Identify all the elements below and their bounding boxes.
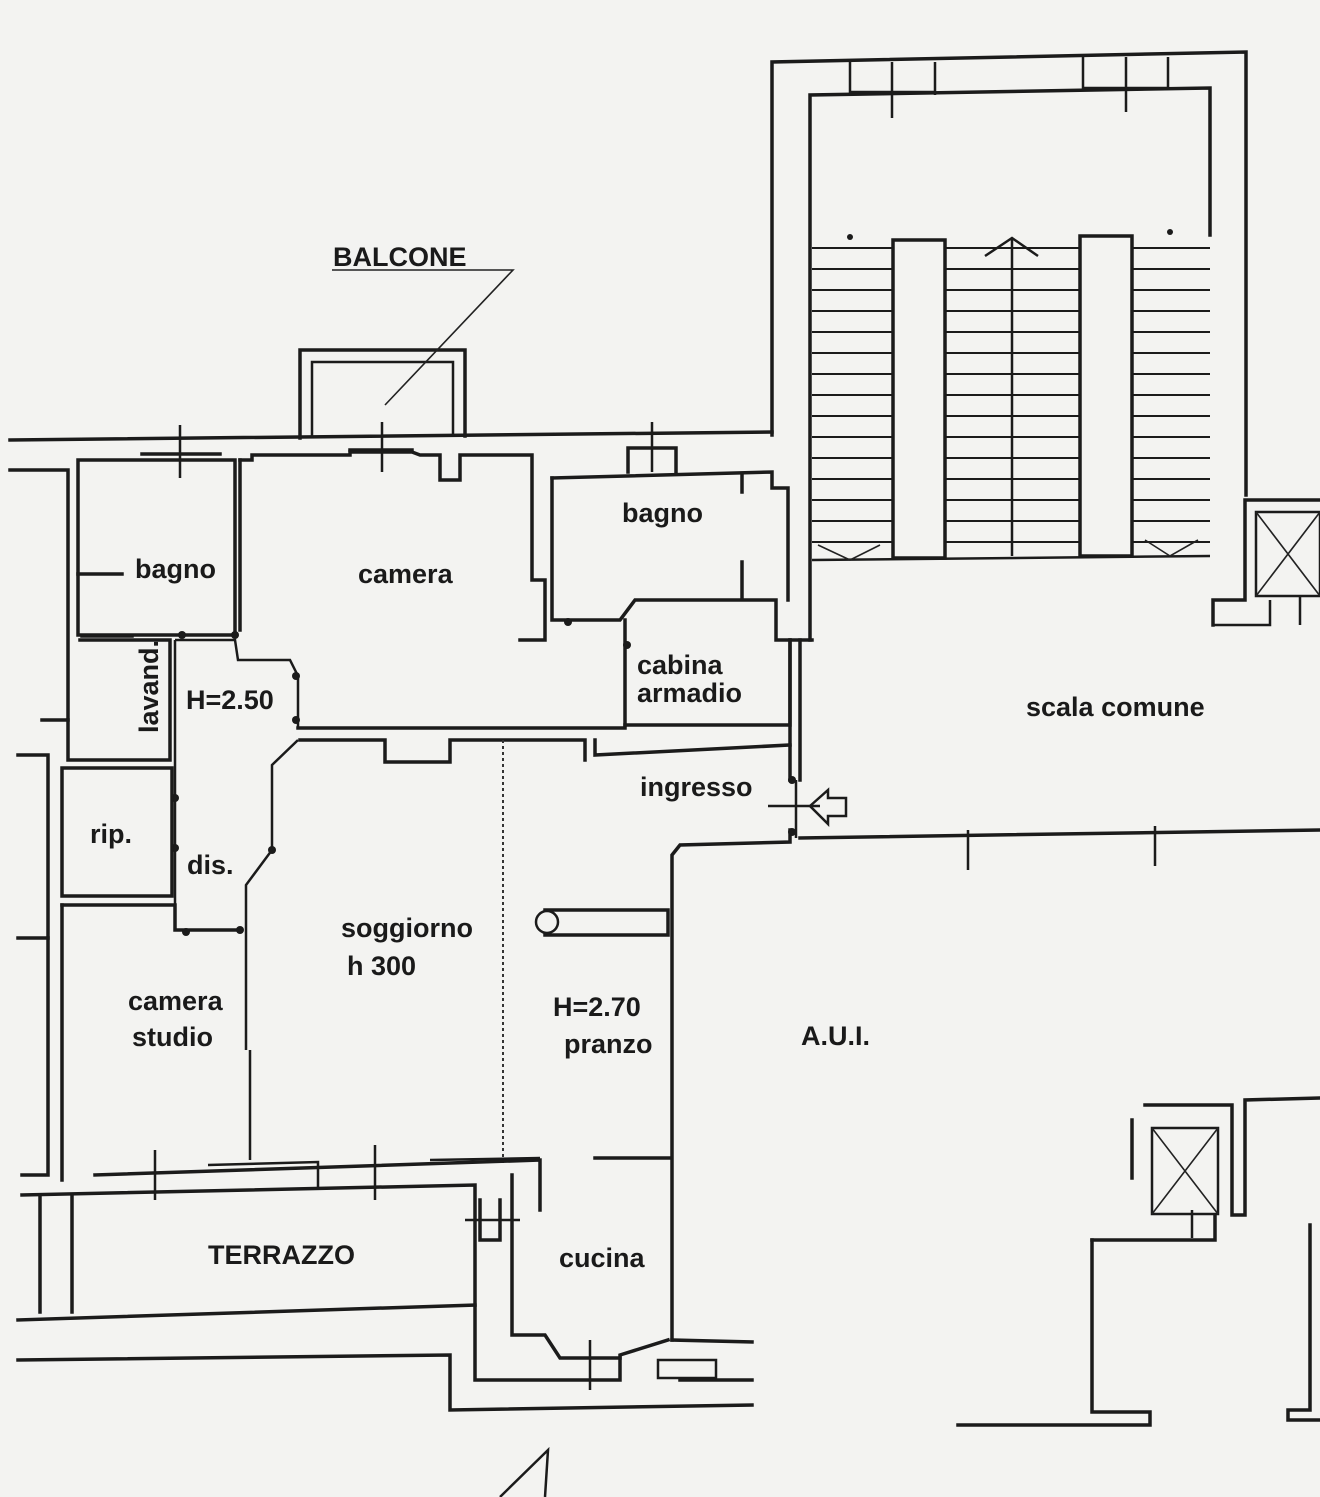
apartment-walls [8,229,1320,1497]
label-camera-top: camera [358,559,454,589]
label-cabina: cabina [637,650,724,680]
label-cucina: cucina [559,1243,646,1273]
label-camera-studio-1: camera [128,986,224,1016]
label-armadio: armadio [637,678,742,708]
label-camera-studio-2: studio [132,1022,213,1052]
label-aui: A.U.I. [801,1021,870,1051]
label-lavand: lavand. [134,640,164,733]
label-scala-comune: scala comune [1026,692,1205,722]
label-bagno-left: bagno [135,554,216,584]
label-rip: rip. [90,819,132,849]
label-pranzo: pranzo [564,1029,653,1059]
label-h270: H=2.70 [553,992,641,1022]
label-ingresso: ingresso [640,772,753,802]
label-balcone: BALCONE [333,242,467,272]
label-dis: dis. [187,850,234,880]
room-labels: BALCONE bagno camera bagno lavand. H=2.5… [90,242,1205,1273]
label-h250: H=2.50 [186,685,274,715]
stairwell [770,50,1320,642]
label-bagno-right: bagno [622,498,703,528]
label-soggiorno: soggiorno [341,913,473,943]
label-terrazzo: TERRAZZO [208,1240,355,1270]
label-h300: h 300 [347,951,416,981]
